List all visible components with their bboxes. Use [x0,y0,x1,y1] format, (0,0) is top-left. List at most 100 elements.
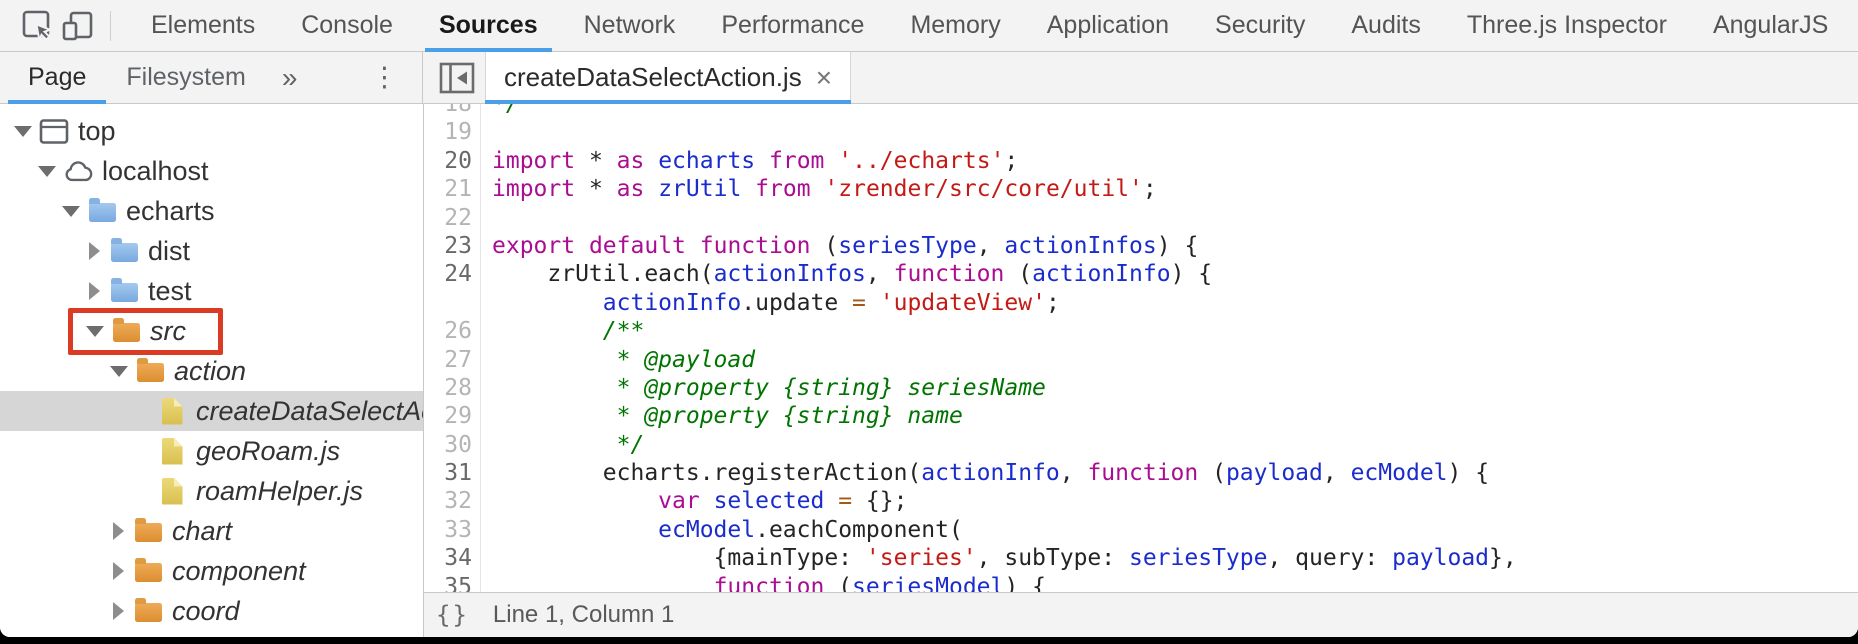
code-line[interactable]: 20 import * as echarts from '../echarts'; [424,147,1858,175]
gutter-line-number[interactable]: 33 [444,516,472,543]
tree-collapsed-arrow-icon[interactable] [110,562,126,580]
gutter-line-number[interactable]: 23 [444,232,472,259]
code-line-text[interactable] [480,204,492,232]
device-toolbar-icon[interactable] [58,4,98,48]
gutter-line-number[interactable]: 21 [444,176,472,203]
navigator-menu-icon[interactable]: ⋮ [371,62,398,92]
code-line-text[interactable]: actionInfo.update = 'updateView'; [480,289,1060,317]
tab-elements[interactable]: Elements [151,11,256,39]
breakpoint-line-number[interactable]: 25 [424,289,480,317]
code-line-text[interactable]: zrUtil.each(actionInfos, function (actio… [480,260,1212,288]
tree-item-dist[interactable]: dist [0,231,423,271]
code-line[interactable]: 33 ecModel.eachComponent( [424,516,1858,544]
code-line-text[interactable]: */ [480,104,520,118]
tree-item-src[interactable]: src [0,311,423,351]
tab-page[interactable]: Page [8,52,107,104]
tree-collapsed-arrow-icon[interactable] [86,242,102,260]
tree-expanded-arrow-icon[interactable] [14,125,32,137]
gutter-line-number[interactable]: 18 [444,104,472,117]
gutter-line-number[interactable]: 31 [444,460,472,487]
gutter-line-number[interactable]: 24 [444,261,472,288]
code-line-text[interactable]: * @property {string} seriesName [480,374,1046,402]
code-line[interactable]: 32 var selected = {}; [424,487,1858,515]
code-line-text[interactable]: function (seriesModel) { [480,573,1046,592]
gutter-line-number[interactable]: 19 [444,119,472,146]
tab-audits[interactable]: Audits [1351,11,1421,39]
code-line-text[interactable]: var selected = {}; [480,487,907,515]
gutter-line-number[interactable]: 20 [444,147,472,174]
panel-left-collapse-icon[interactable] [437,58,477,98]
tree-expanded-arrow-icon[interactable] [62,205,80,217]
tab-network[interactable]: Network [583,11,676,39]
code-line[interactable]: 28 * @property {string} seriesName [424,374,1858,402]
code-line-text[interactable]: echarts.registerAction(actionInfo, funct… [480,459,1489,487]
gutter-line-number[interactable]: 27 [444,346,472,373]
code-line[interactable]: 24 zrUtil.each(actionInfos, function (ac… [424,260,1858,288]
gutter-line-number[interactable]: 35 [444,573,472,592]
tab-console[interactable]: Console [301,11,393,39]
tree-item-component[interactable]: component [0,551,423,591]
code-line-text[interactable]: ecModel.eachComponent( [480,516,963,544]
code-line[interactable]: 26 /** [424,317,1858,345]
tree-item-chart[interactable]: chart [0,511,423,551]
code-line[interactable]: 18 */ [424,104,1858,118]
tree-expanded-arrow-icon[interactable] [38,165,56,177]
code-line-text[interactable]: import * as echarts from '../echarts'; [480,147,1018,175]
tree-item-coord[interactable]: coord [0,591,423,631]
tree-item-createdataselectaction-js[interactable]: createDataSelectAction.js [0,391,423,431]
tree-item-action[interactable]: action [0,351,423,391]
code-line[interactable]: 22 [424,204,1858,232]
inspect-icon[interactable] [18,4,58,48]
more-tabs-icon[interactable]: » [281,61,298,93]
tab-security[interactable]: Security [1215,11,1306,39]
gutter-line-number[interactable]: 29 [444,403,472,430]
tree-item-test[interactable]: test [0,271,423,311]
tab-sources[interactable]: Sources [424,0,552,52]
pretty-print-icon[interactable]: {} [436,601,469,629]
code-line[interactable]: 27 * @payload [424,346,1858,374]
code-line[interactable]: 21 import * as zrUtil from 'zrender/src/c… [424,175,1858,203]
code-line[interactable]: 34 {mainType: 'series', subType: seriesT… [424,544,1858,572]
code-line-text[interactable]: import * as zrUtil from 'zrender/src/cor… [480,175,1157,203]
tree-expanded-arrow-icon[interactable] [110,365,128,377]
gutter-line-number[interactable]: 34 [444,545,472,572]
tab-memory[interactable]: Memory [910,11,1001,39]
tab-application[interactable]: Application [1046,11,1170,39]
gutter-line-number[interactable]: 32 [444,488,472,515]
tree-item-georoam-js[interactable]: geoRoam.js [0,431,423,471]
code-line[interactable]: 31 echarts.registerAction(actionInfo, fu… [424,459,1858,487]
tree-item-localhost[interactable]: localhost [0,151,423,191]
tree-collapsed-arrow-icon[interactable] [110,522,126,540]
code-line-text[interactable]: export default function (seriesType, act… [480,232,1198,260]
close-icon[interactable]: × [815,61,833,93]
code-line-text[interactable]: /** [480,317,645,345]
code-line[interactable]: 23 export default function (seriesType, a… [424,232,1858,260]
tree-item-roamhelper-js[interactable]: roamHelper.js [0,471,423,511]
tree-collapsed-arrow-icon[interactable] [86,282,102,300]
gutter-line-number[interactable]: 26 [444,318,472,345]
tree-item-echarts[interactable]: echarts [0,191,423,231]
code-line[interactable]: 19 [424,118,1858,146]
code-line[interactable]: 29 * @property {string} name [424,402,1858,430]
code-line[interactable]: 35 function (seriesModel) { [424,573,1858,592]
gutter-line-number[interactable]: 30 [444,431,472,458]
code-line-text[interactable]: {mainType: 'series', subType: seriesType… [480,544,1517,572]
tab-angularjs[interactable]: AngularJS [1712,11,1829,39]
tab-filesystem[interactable]: Filesystem [126,63,246,91]
tab-performance[interactable]: Performance [721,11,865,39]
code-line-text[interactable]: * @property {string} name [480,402,963,430]
code-line[interactable]: 30 */ [424,431,1858,459]
tree-item-top[interactable]: top [0,111,423,151]
tree-expanded-arrow-icon[interactable] [86,325,104,337]
file-tab-createdataselectaction[interactable]: createDataSelectAction.js × [485,52,852,104]
code-line-text[interactable]: */ [480,431,645,459]
tab-three-js-inspector[interactable]: Three.js Inspector [1466,11,1667,39]
gutter-line-number[interactable]: 22 [444,204,472,231]
code-line-text[interactable] [480,118,492,146]
tree-collapsed-arrow-icon[interactable] [110,602,126,620]
code-line[interactable]: 25 actionInfo.update = 'updateView'; [424,289,1858,317]
code-line-text[interactable]: * @payload [480,346,756,374]
gutter-line-number[interactable]: 28 [444,374,472,401]
